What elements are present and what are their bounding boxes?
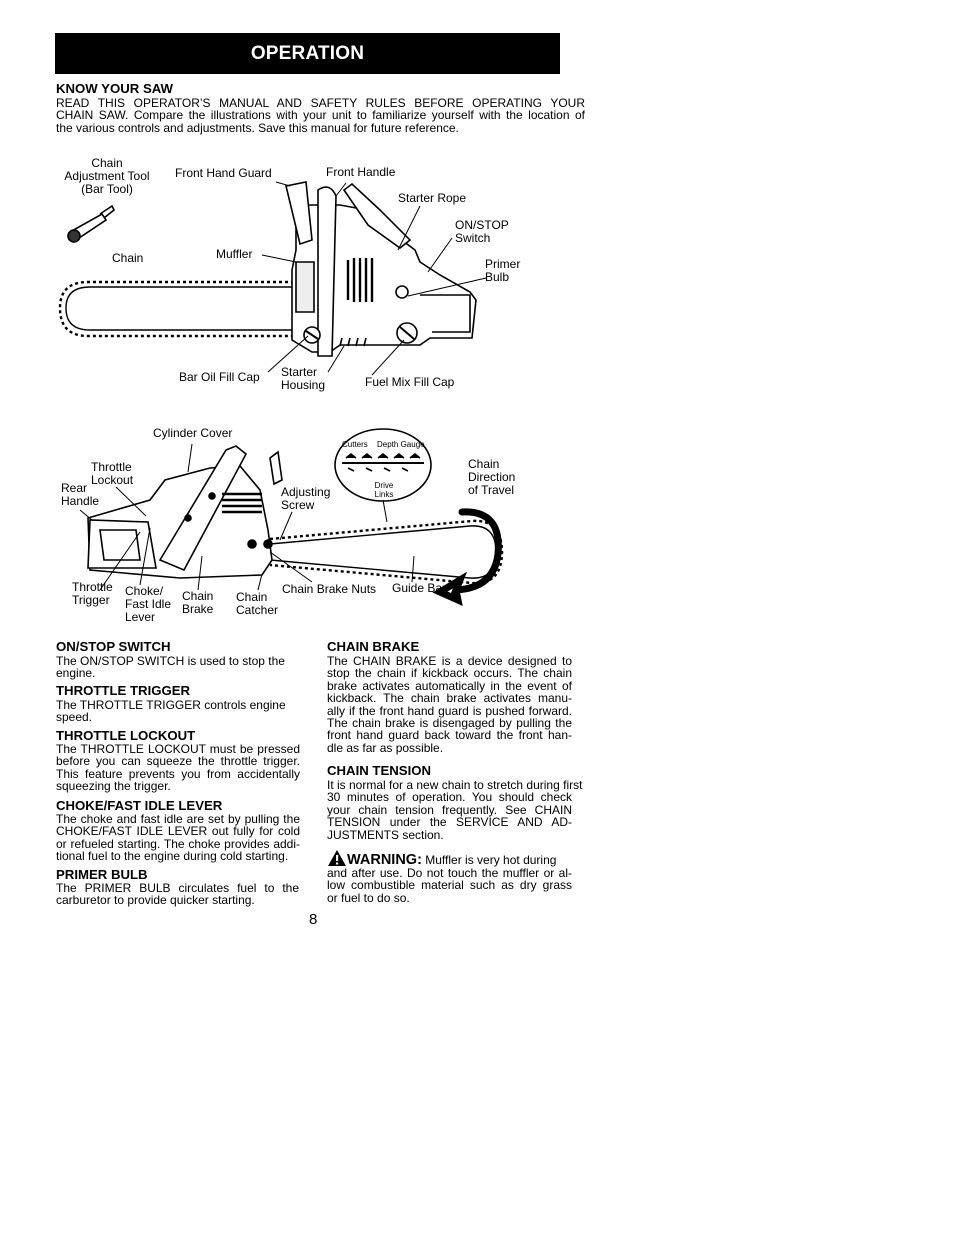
throttle-lockout-text: The THROTTLE LOCKOUT must be pressed bef… [56,742,300,794]
label-depth-gauge: Depth Gauge [377,440,425,449]
label-starter-housing: Starter Housing [281,365,326,393]
know-your-saw-heading: KNOW YOUR SAW [56,81,173,96]
label-choke-fast-idle-lever: Choke/ Fast Idle Lever [125,584,172,625]
warning-block: WARNING: Muffler is very hot during and … [327,849,577,904]
label-adjusting-screw: Adjusting Screw [281,485,331,513]
warning-label: WARNING: [347,852,422,868]
label-chain-direction: Chain Direction of Travel [468,457,516,498]
throttle-trigger-heading: THROTTLE TRIGGER [56,683,191,698]
label-throttle-lockout: Throttle Lockout [91,460,134,488]
throttle-lockout-heading: THROTTLE LOCKOUT [56,728,196,743]
label-throttle-trigger: Throttle Trigger [72,580,113,608]
direction-arrow-icon [432,508,502,606]
page-number: 8 [309,911,318,928]
label-chain-brake: Chain Brake [182,589,214,617]
warning-triangle-icon [328,850,346,866]
warning-text-start: Muffler is very hot during [421,853,557,867]
label-muffler: Muffler [216,247,253,261]
chainsaw-top-illustration [58,181,487,376]
know-your-saw-text: READ THIS OPERATOR’S MANUAL AND SAFETY R… [56,96,585,135]
label-starter-rope: Starter Rope [398,191,467,205]
chain-tension-text: It is normal for a new chain to stretch … [327,778,583,842]
page-title: OPERATION [55,33,560,74]
label-primer-bulb: Primer Bulb [485,257,521,285]
guide-bar-side [269,519,504,585]
chain-detail-inset [334,428,432,523]
on-stop-switch-heading: ON/STOP SWITCH [56,639,171,654]
chain-tension-heading: CHAIN TENSION [327,763,432,778]
label-cutters: Cutters [342,440,368,449]
label-rear-handle: Rear Handle [61,481,100,509]
bar-tool-icon [67,204,116,243]
on-stop-switch-text: The ON/STOP SWITCH is used to stop the e… [56,654,285,681]
primer-bulb-text: The PRIMER BULB circulates fuel to the c… [56,881,299,908]
chain-brake-heading: CHAIN BRAKE [327,639,420,654]
label-on-stop-switch: ON/STOP Switch [455,218,509,246]
guide-bar-top [58,280,300,338]
choke-fast-idle-heading: CHOKE/FAST IDLE LEVER [56,798,223,813]
choke-fast-idle-text: The choke and fast idle are set by pulli… [56,812,300,864]
label-bar-tool: Chain Adjustment Tool (Bar Tool) [64,156,150,197]
primer-bulb-heading: PRIMER BULB [56,867,148,882]
label-front-hand-guard: Front Hand Guard [175,166,272,180]
label-chain: Chain [112,251,144,265]
label-bar-oil-fill-cap: Bar Oil Fill Cap [179,370,260,384]
label-chain-catcher: Chain Catcher [236,590,279,618]
saw-body-side [79,443,415,591]
saw-body-top [261,181,487,376]
chain-brake-text: The CHAIN BRAKE is a device designed to … [327,654,572,755]
label-chain-brake-nuts: Chain Brake Nuts [282,582,377,596]
label-drive-links: Drive Links [374,481,394,499]
throttle-trigger-text: The THROTTLE TRIGGER controls engine spe… [56,698,286,725]
label-cylinder-cover: Cylinder Cover [153,426,233,440]
chainsaw-side-illustration [79,428,504,606]
label-guide-bar: Guide Bar [392,581,447,595]
label-front-handle: Front Handle [326,165,396,179]
label-fuel-mix-fill-cap: Fuel Mix Fill Cap [365,375,455,389]
